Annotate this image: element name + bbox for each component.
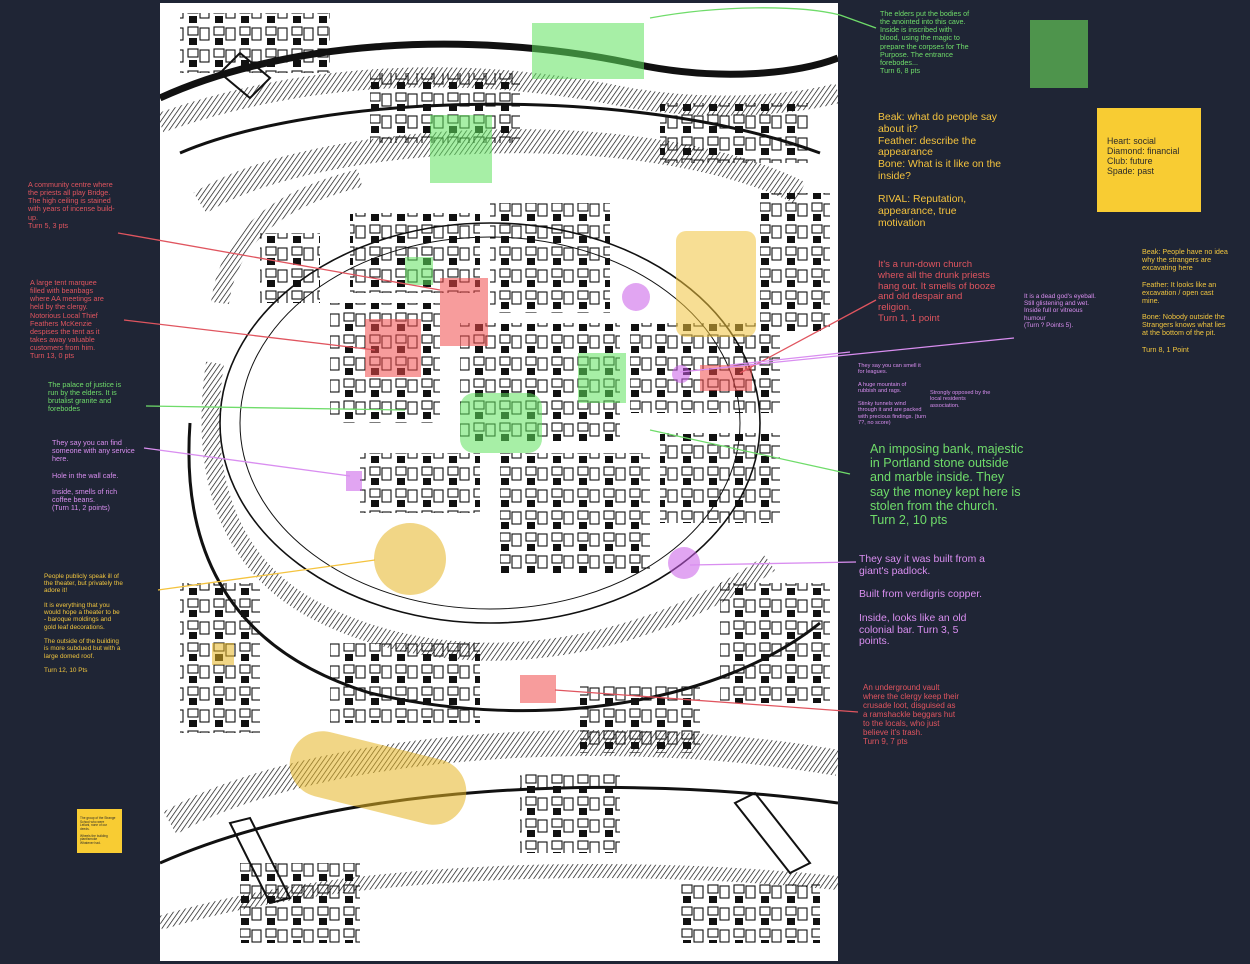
padlock-bar-highlight[interactable] [668, 547, 700, 579]
suit-club: Club: future [1107, 156, 1153, 167]
note-leagues: They say you can smell it for leagues. A… [858, 363, 927, 426]
small-sticky-note[interactable]: The group of the Strange School who were… [77, 809, 122, 853]
suit-spade: Spade: past [1107, 166, 1154, 177]
city-map[interactable] [160, 3, 838, 961]
small-sticky-text: The group of the Strange School who were… [80, 816, 116, 845]
suit-diamond: Diamond: financial [1107, 146, 1180, 157]
eyeball-marker[interactable] [672, 365, 690, 383]
green-sticky-note[interactable] [1030, 20, 1088, 88]
note-questions: Beak: what do people say about it? Feath… [878, 112, 1002, 229]
note-eyeball: It is a dead god's eyeball. Still gliste… [1024, 293, 1096, 329]
vault-highlight[interactable] [520, 675, 556, 703]
note-vault: An underground vault where the clergy ke… [863, 683, 960, 747]
note-theater: People publicly speak ill of the theater… [44, 573, 123, 675]
palace-highlight[interactable] [405, 257, 433, 285]
cave-highlight[interactable] [532, 23, 644, 79]
note-palace-justice: The palace of justice is run by the elde… [48, 380, 122, 414]
bank-courtyard-highlight[interactable] [460, 393, 542, 453]
bank-highlight[interactable] [578, 353, 626, 403]
small-yellow-marker[interactable] [212, 643, 234, 665]
note-church: It's a run-down church where all the dru… [878, 259, 996, 325]
note-tent-marquee: A large tent marquee filled with beanbag… [30, 278, 104, 361]
theater-highlight[interactable] [374, 523, 446, 595]
suit-heart: Heart: social [1107, 136, 1156, 146]
suit-legend-card[interactable]: Heart: social Diamond: financial Club: f… [1097, 108, 1201, 212]
note-cave: The elders put the bodies of the anointe… [880, 9, 970, 75]
community-centre-highlight[interactable] [430, 115, 492, 183]
note-bank: An imposing bank, majestic in Portland s… [870, 442, 1024, 528]
note-community-centre: A community centre where the priests all… [28, 180, 115, 230]
note-opposed: Strongly opposed by the local residents … [930, 390, 991, 409]
note-padlock: They say it was built from a giant's pad… [859, 554, 985, 648]
eyeball-highlight[interactable] [622, 283, 650, 311]
tent-marquee-highlight[interactable] [365, 319, 421, 377]
suit-legend-list: Heart: social Diamond: financial Club: f… [1107, 136, 1179, 176]
note-excavation: Beak: People have no idea why the strang… [1142, 247, 1228, 354]
church-highlight[interactable] [440, 278, 488, 346]
note-wall-cafe: They say you can find someone with any s… [52, 438, 135, 512]
excavation-pit-highlight[interactable] [676, 231, 756, 337]
